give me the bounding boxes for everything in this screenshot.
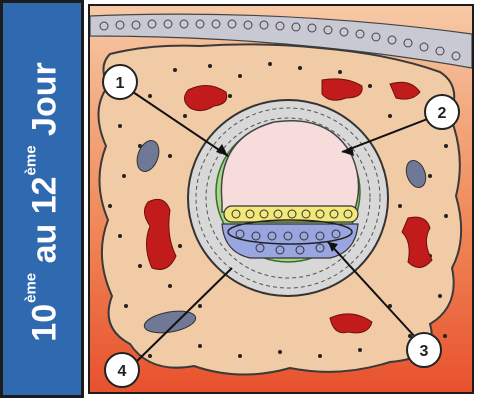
svg-text:2: 2: [438, 105, 447, 122]
label-3: 3: [407, 333, 441, 367]
svg-text:1: 1: [116, 75, 125, 92]
label-1: 1: [103, 65, 137, 99]
day-start: 10: [26, 304, 64, 342]
svg-text:4: 4: [118, 363, 127, 380]
jour-word: Jour: [26, 62, 64, 145]
day-end: 12: [26, 176, 64, 214]
ordinal-suffix-1: ème: [22, 273, 39, 303]
side-title-panel: 10ème au 12ème Jour: [0, 0, 84, 398]
connector-text: au: [26, 214, 64, 273]
label-4: 4: [105, 353, 139, 387]
side-title: 10ème au 12ème Jour: [26, 62, 65, 341]
svg-text:3: 3: [420, 343, 429, 360]
label-2: 2: [425, 95, 459, 129]
ordinal-suffix-2: ème: [22, 145, 39, 175]
embryo-illustration: 1 2 3 4: [90, 6, 472, 392]
embryo-diagram: 1 2 3 4: [88, 4, 474, 394]
